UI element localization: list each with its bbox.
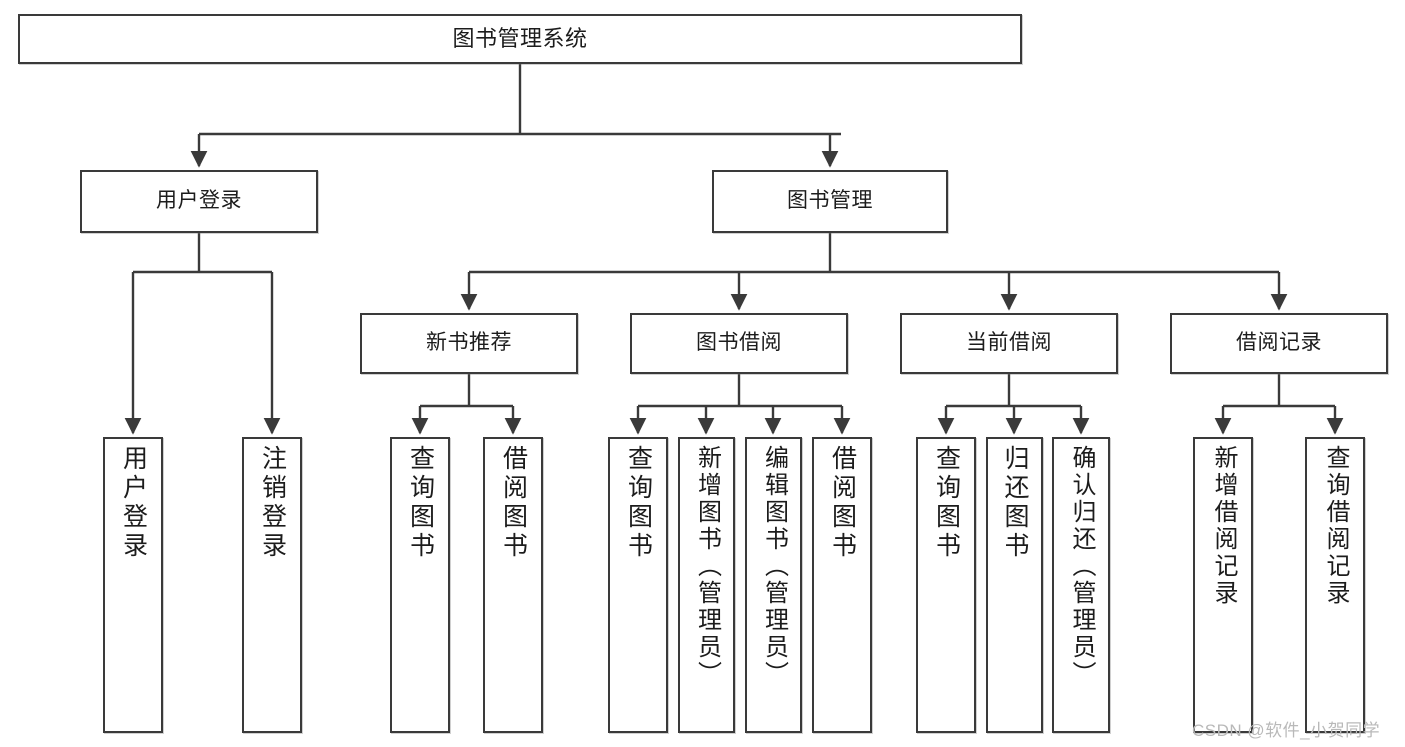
node-borrow-records[interactable]: 借阅记录 [1170,313,1388,374]
node-label: 用户登录 [119,445,148,561]
node-label: 借阅图书 [828,445,857,561]
node-label: 注销登录 [258,445,287,561]
node-label: 用户登录 [156,189,242,213]
node-label: 图书借阅 [696,331,782,355]
node-leaf-confirm-return-admin[interactable]: 确认归还（管理员） [1052,437,1110,733]
node-leaf-logout[interactable]: 注销登录 [242,437,302,733]
node-label: 借阅记录 [1236,331,1322,355]
node-label: 图书管理系统 [452,26,588,52]
node-leaf-add-book-admin[interactable]: 新增图书（管理员） [678,437,735,733]
node-current-borrow[interactable]: 当前借阅 [900,313,1118,374]
node-leaf-borrow-books-newbook[interactable]: 借阅图书 [483,437,543,733]
node-leaf-edit-book-admin[interactable]: 编辑图书（管理员） [745,437,802,733]
node-new-book-recommend[interactable]: 新书推荐 [360,313,578,374]
node-label: 新书推荐 [426,331,512,355]
node-label: 查询图书 [406,445,435,561]
node-book-borrow[interactable]: 图书借阅 [630,313,848,374]
node-label: 确认归还（管理员） [1068,445,1095,688]
node-label: 查询图书 [932,445,961,561]
node-leaf-query-books-newbook[interactable]: 查询图书 [390,437,450,733]
node-label: 借阅图书 [499,445,528,561]
node-leaf-return-books[interactable]: 归还图书 [986,437,1043,733]
csdn-watermark: CSDN @软件_小贺同学 [1192,721,1381,740]
node-label: 查询图书 [624,445,653,561]
node-label: 查询借阅记录 [1322,445,1349,607]
node-leaf-borrow-books[interactable]: 借阅图书 [812,437,872,733]
node-label: 编辑图书（管理员） [760,445,788,688]
node-label: 归还图书 [1001,445,1029,561]
node-book-management[interactable]: 图书管理 [712,170,948,233]
node-user-login[interactable]: 用户登录 [80,170,318,233]
node-leaf-user-login[interactable]: 用户登录 [103,437,163,733]
node-leaf-query-books-borrow[interactable]: 查询图书 [608,437,668,733]
node-label: 当前借阅 [966,331,1052,355]
node-label: 图书管理 [787,189,873,213]
node-label: 新增图书（管理员） [693,445,721,688]
node-root-book-management-system[interactable]: 图书管理系统 [18,14,1022,64]
node-leaf-add-borrow-record[interactable]: 新增借阅记录 [1193,437,1253,733]
node-leaf-query-books-current[interactable]: 查询图书 [916,437,976,733]
node-label: 新增借阅记录 [1210,445,1237,607]
node-leaf-query-borrow-record[interactable]: 查询借阅记录 [1305,437,1365,733]
